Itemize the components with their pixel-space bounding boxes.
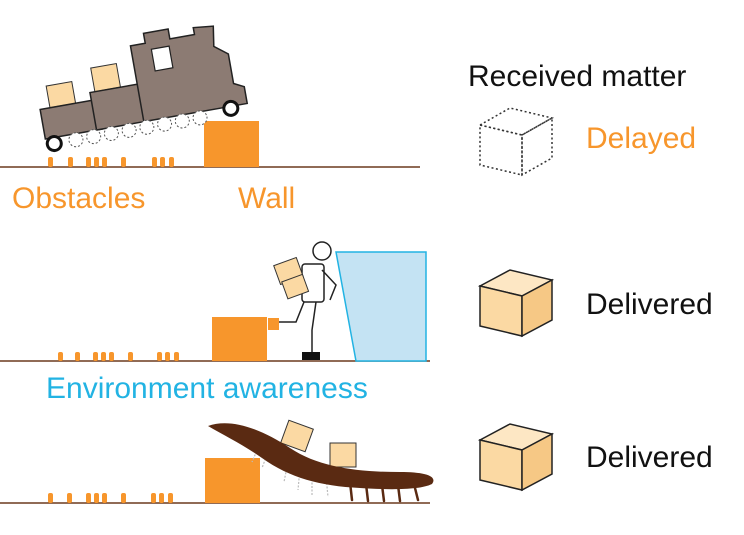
front-wheel (45, 135, 63, 153)
received-matter-title: Received matter (468, 60, 687, 93)
obstacles-label: Obstacles (12, 182, 146, 215)
row-1-scene (0, 25, 420, 168)
hiker (268, 241, 337, 360)
wall-1 (204, 121, 259, 167)
train (39, 25, 249, 153)
outcome-delivered-label: Delivered (586, 288, 713, 321)
row-3-scene (0, 419, 434, 504)
cube-delayed-icon (477, 107, 555, 177)
wall-2 (212, 317, 267, 361)
environment-awareness-caption: Environment awareness (46, 372, 368, 405)
outcome-delivered-label: Delivered (586, 441, 713, 474)
cube-delivered-icon (477, 423, 555, 492)
loco-window (150, 45, 174, 72)
wall-3 (205, 458, 260, 503)
obstacles-1 (48, 157, 174, 167)
outcome-delayed-label: Delayed (586, 122, 697, 155)
row-2-scene (0, 241, 430, 362)
rear-wheel (222, 99, 240, 117)
obstacles-2 (58, 352, 179, 361)
wall-label: Wall (238, 182, 296, 215)
cube-delivered-icon (477, 269, 555, 338)
cliff (335, 251, 427, 362)
cargo-box (329, 442, 357, 468)
backpack (273, 256, 310, 300)
centipede-body (208, 423, 434, 490)
obstacles-3 (48, 493, 173, 503)
cargo-box (280, 419, 314, 453)
